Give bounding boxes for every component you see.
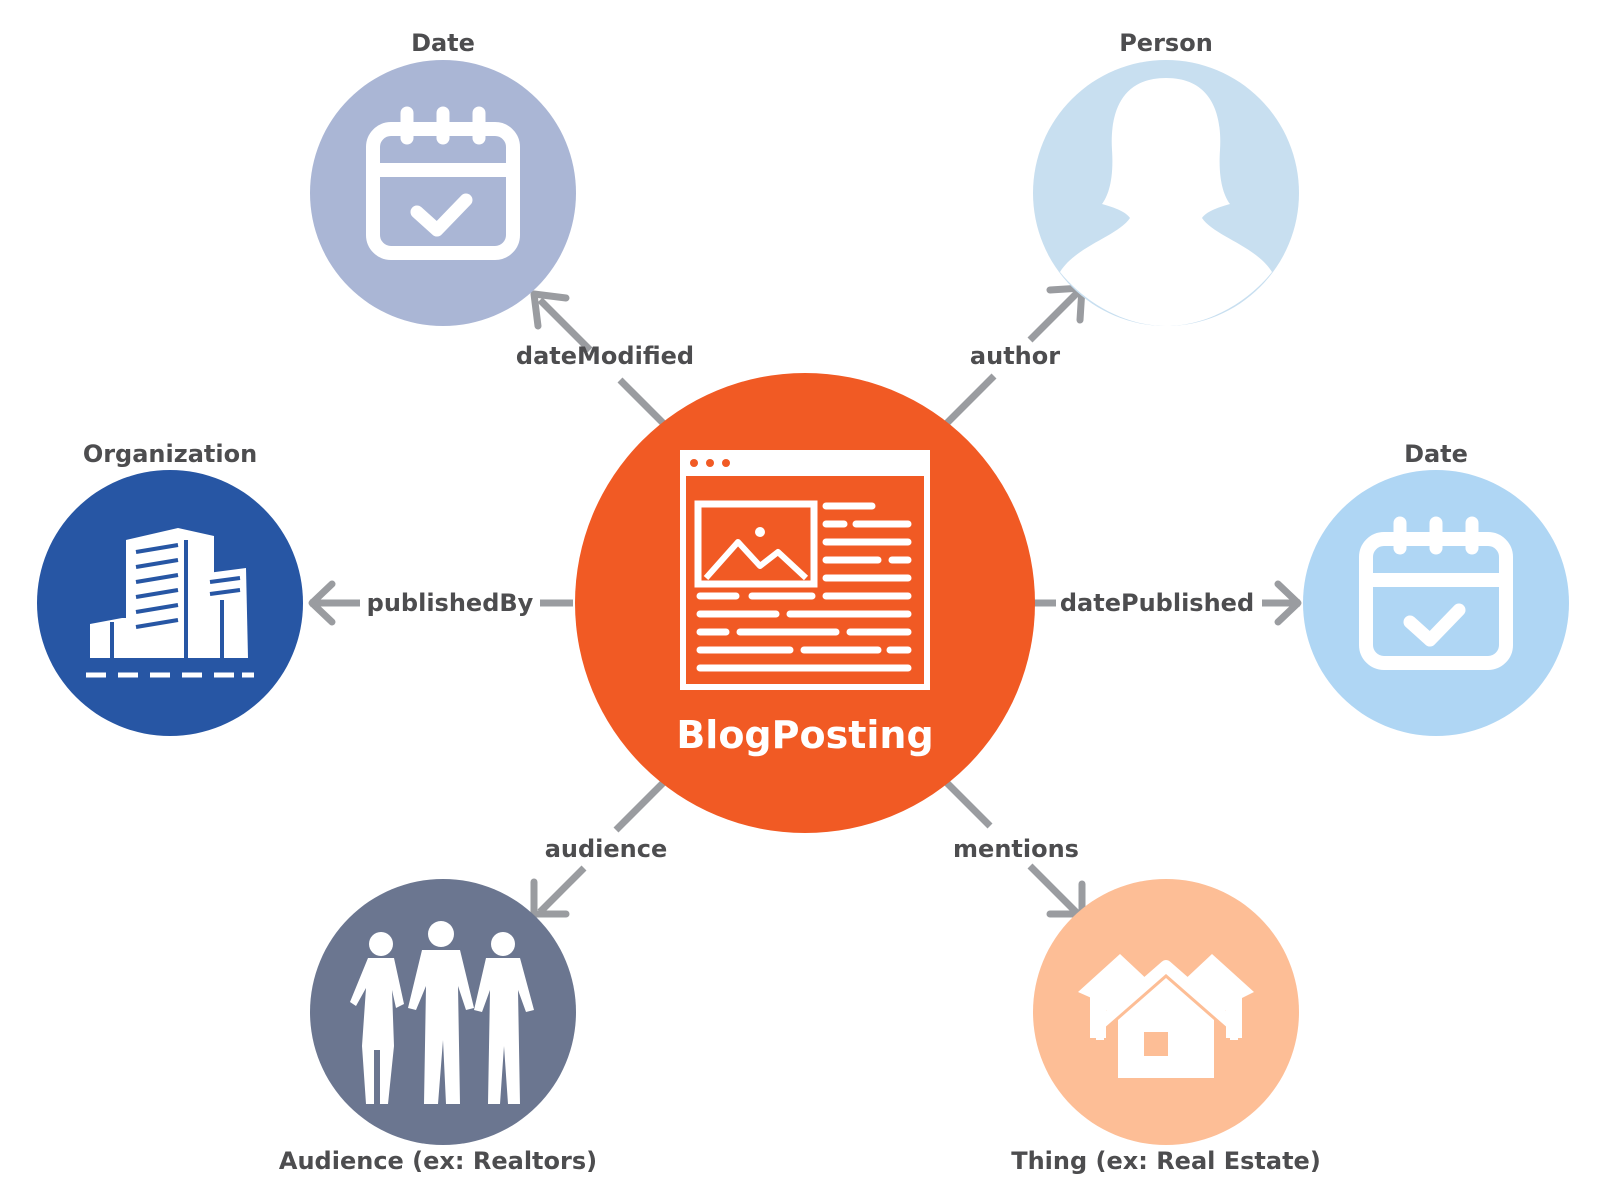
node-audience: Audience (ex: Realtors) <box>279 879 597 1175</box>
edge-datepublished <box>1032 580 1302 626</box>
edge-datemodified <box>530 290 667 427</box>
calendar-check-icon <box>1359 516 1513 670</box>
node-person: Person <box>1033 29 1299 326</box>
node-label-audience: Audience (ex: Realtors) <box>279 1147 597 1175</box>
houses-icon <box>1078 954 1254 1078</box>
center-node-label: BlogPosting <box>676 713 933 757</box>
edge-label-author: author <box>970 342 1060 370</box>
blog-page-icon <box>680 450 930 690</box>
person-silhouette-icon <box>1060 78 1272 326</box>
node-organization: Organization <box>37 440 303 736</box>
node-date-modified: Date <box>310 29 576 326</box>
node-label-person: Person <box>1119 29 1213 57</box>
buildings-icon <box>86 528 254 678</box>
edge-label-datepublished: datePublished <box>1060 589 1254 617</box>
edge-label-datemodified: dateModified <box>516 342 694 370</box>
people-group-icon <box>350 921 534 1104</box>
node-thing: Thing (ex: Real Estate) <box>1011 879 1321 1175</box>
calendar-check-icon <box>366 106 520 260</box>
node-date-published: Date <box>1303 440 1569 736</box>
node-label-organization: Organization <box>83 440 257 468</box>
edge-label-audience: audience <box>545 835 668 863</box>
node-label-date-published: Date <box>1404 440 1468 468</box>
node-blogposting: BlogPosting <box>575 373 1035 833</box>
edge-label-mentions: mentions <box>953 835 1079 863</box>
edge-labels: dateModified author publishedBy datePubl… <box>367 342 1254 863</box>
edge-label-publishedby: publishedBy <box>367 589 534 617</box>
edge-audience <box>530 779 667 918</box>
node-label-thing: Thing (ex: Real Estate) <box>1011 1147 1321 1175</box>
node-label-date-modified: Date <box>411 29 475 57</box>
edge-publishedby <box>308 580 573 626</box>
